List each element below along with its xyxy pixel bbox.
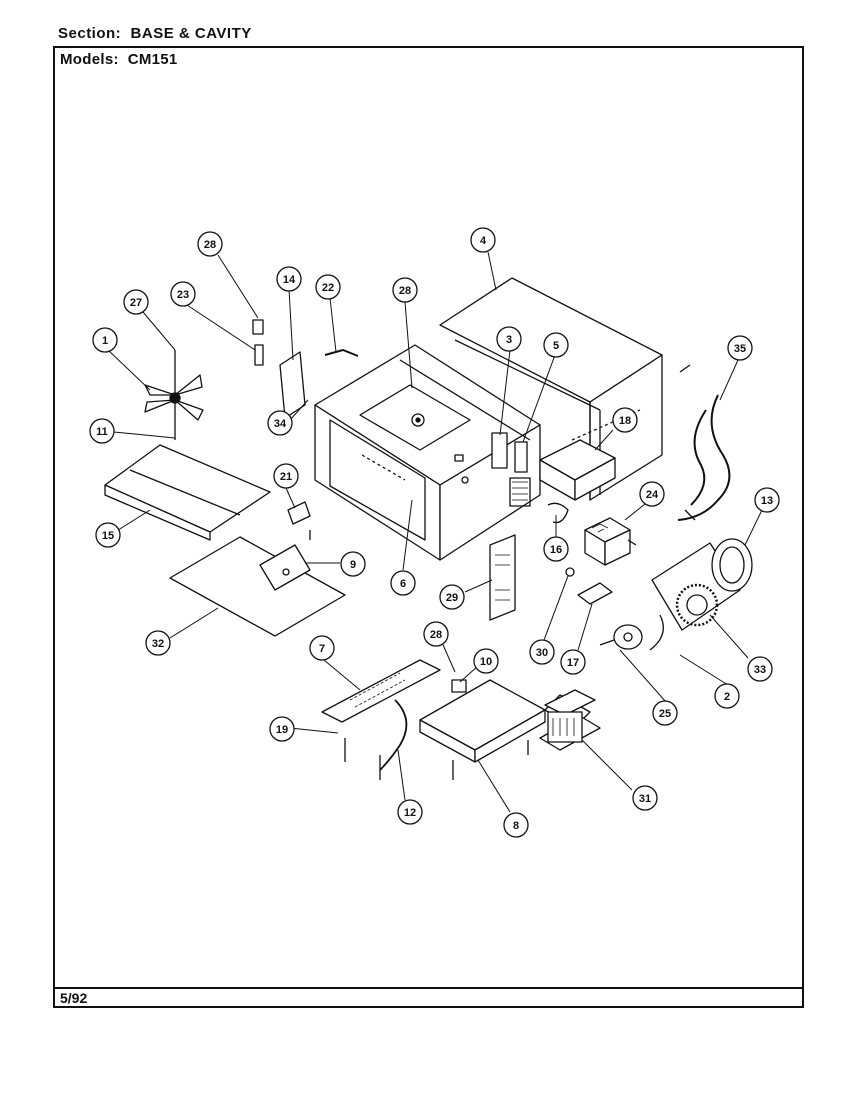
callout-22: 22 (315, 274, 341, 300)
callout-21: 21 (273, 463, 299, 489)
callout-28c: 28 (423, 621, 449, 647)
callout-34: 34 (267, 410, 293, 436)
callout-19: 19 (269, 716, 295, 742)
callout-12: 12 (397, 799, 423, 825)
callout-3: 3 (496, 326, 522, 352)
section-value: BASE & CAVITY (130, 25, 252, 42)
svg-text:16: 16 (550, 544, 562, 556)
models-value: CM151 (127, 51, 178, 68)
svg-text:28: 28 (399, 285, 411, 297)
svg-text:29: 29 (446, 592, 458, 604)
svg-text:6: 6 (400, 578, 406, 590)
svg-text:4: 4 (480, 235, 487, 247)
callout-4: 4 (470, 227, 496, 253)
base-assembly-drawing (321, 659, 601, 771)
svg-text:2: 2 (724, 691, 730, 703)
power-cord-drawing (677, 394, 731, 521)
callout-28b: 28 (392, 277, 418, 303)
svg-text:34: 34 (274, 418, 287, 430)
callout-30: 30 (529, 639, 555, 665)
models-label: Models: (60, 51, 119, 68)
svg-text:19: 19 (276, 724, 288, 736)
svg-text:32: 32 (152, 638, 164, 650)
callout-35: 35 (727, 335, 753, 361)
screw-fasteners (309, 364, 691, 780)
magnetron-drawing (539, 439, 616, 501)
cavity-floor-drawing (169, 536, 346, 637)
callout-32: 32 (145, 630, 171, 656)
models-heading: Models: CM151 (60, 51, 178, 68)
callout-5: 5 (543, 332, 569, 358)
footer-divider (55, 987, 802, 989)
callout-2: 2 (714, 683, 740, 709)
svg-text:35: 35 (734, 343, 746, 355)
callout-1: 1 (92, 327, 118, 353)
callout-24: 24 (639, 481, 665, 507)
svg-text:10: 10 (480, 656, 492, 668)
svg-text:30: 30 (536, 647, 548, 659)
callout-16: 16 (543, 536, 569, 562)
svg-text:28: 28 (204, 239, 216, 251)
svg-text:24: 24 (646, 489, 659, 501)
callout-29: 29 (439, 584, 465, 610)
callout-25: 25 (652, 700, 678, 726)
svg-text:23: 23 (177, 289, 189, 301)
svg-text:7: 7 (319, 643, 325, 655)
svg-text:17: 17 (567, 657, 579, 669)
callout-18: 18 (612, 407, 638, 433)
callout-6: 6 (390, 570, 416, 596)
duct-drawing (104, 444, 271, 541)
svg-text:12: 12 (404, 807, 416, 819)
section-label: Section: (58, 25, 122, 42)
svg-text:9: 9 (350, 559, 356, 571)
capacitor-drawing (584, 517, 631, 566)
section-heading: Section: BASE & CAVITY (58, 25, 252, 42)
part-callouts: 28 14 22 4 28 27 23 1 3 5 35 34 18 11 21… (89, 227, 780, 838)
fan-blade-drawing (144, 350, 204, 440)
callout-10: 10 (473, 648, 499, 674)
callout-23: 23 (170, 281, 196, 307)
callout-8: 8 (503, 812, 529, 838)
svg-text:13: 13 (761, 495, 773, 507)
svg-text:25: 25 (659, 708, 671, 720)
svg-text:27: 27 (130, 297, 142, 309)
svg-text:15: 15 (102, 530, 114, 542)
svg-text:28: 28 (430, 629, 442, 641)
callout-15: 15 (95, 522, 121, 548)
svg-text:33: 33 (754, 664, 766, 676)
svg-text:3: 3 (506, 334, 512, 346)
callout-7: 7 (309, 635, 335, 661)
svg-text:31: 31 (639, 793, 651, 805)
callout-28a: 28 (197, 231, 223, 257)
small-parts-drawing (252, 319, 613, 621)
callout-31: 31 (632, 785, 658, 811)
diagram-frame: Models: CM151 5/92 (53, 46, 804, 1008)
callout-13: 13 (754, 487, 780, 513)
callout-9: 9 (340, 551, 366, 577)
fan-assembly-drawing (599, 538, 753, 651)
svg-text:5: 5 (553, 340, 559, 352)
callout-17: 17 (560, 649, 586, 675)
callout-27: 27 (123, 289, 149, 315)
svg-text:11: 11 (96, 426, 108, 438)
leader-lines (107, 251, 763, 813)
svg-text:1: 1 (102, 335, 108, 347)
svg-text:22: 22 (322, 282, 334, 294)
callout-33: 33 (747, 656, 773, 682)
svg-text:8: 8 (513, 820, 519, 832)
callout-11: 11 (89, 418, 115, 444)
svg-text:21: 21 (280, 471, 292, 483)
svg-text:18: 18 (619, 415, 631, 427)
svg-text:14: 14 (283, 274, 296, 286)
revision-date: 5/92 (60, 990, 88, 1006)
callout-14: 14 (276, 266, 302, 292)
